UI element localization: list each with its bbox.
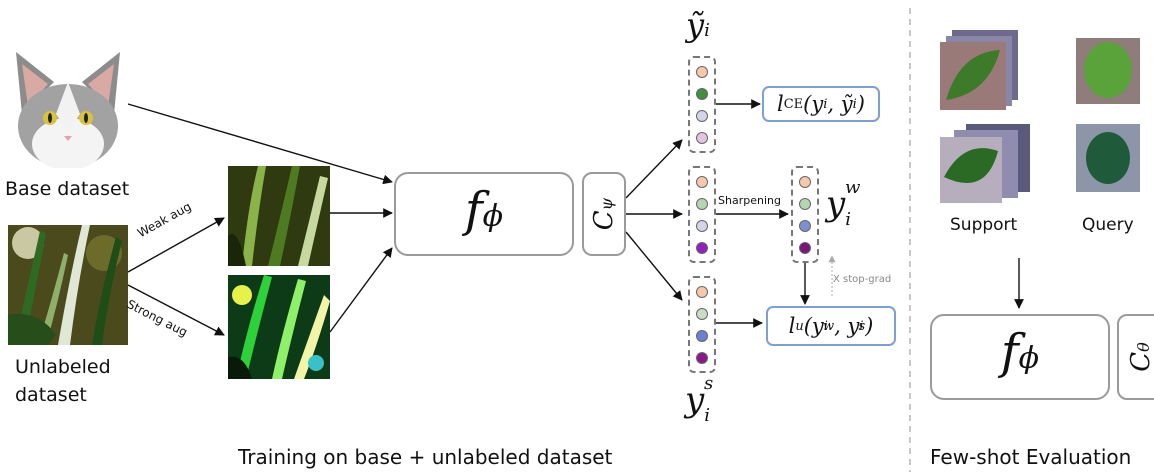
vector-y-weak-sharpened — [791, 166, 819, 263]
y-strong-dot-1 — [696, 286, 708, 298]
y-sharp-dot-4 — [799, 242, 811, 254]
training-title: Training on base + unlabeled dataset — [238, 445, 613, 469]
arrow-unlabeled-to-strong — [127, 284, 225, 336]
vector-y-weak — [688, 166, 716, 263]
y-tilde-dot-1 — [696, 66, 708, 78]
arrow-c-to-ytilde — [625, 139, 683, 199]
y-tilde-label: ỹi — [686, 6, 710, 44]
y-strong-dot-4 — [696, 352, 708, 364]
y-strong-label: yis — [685, 373, 714, 426]
sharpening-label: Sharpening — [718, 194, 781, 207]
y-weak-dot-3 — [696, 220, 708, 232]
y-sharp-dot-3 — [799, 220, 811, 232]
stop-grad-label: X stop-grad — [833, 274, 892, 285]
query-label: Query — [1082, 215, 1134, 235]
query-image-1 — [1076, 38, 1140, 104]
vector-y-strong — [688, 276, 716, 373]
evaluation-title: Few-shot Evaluation — [930, 445, 1132, 469]
y-strong-dot-3 — [696, 330, 708, 342]
y-tilde-dot-2 — [696, 88, 708, 100]
classifier-c-psi-box: Cψ — [582, 172, 626, 256]
y-sharp-dot-2 — [799, 198, 811, 210]
classifier-c-theta-box: Cθ — [1117, 314, 1154, 400]
y-weak-dot-1 — [696, 176, 708, 188]
arrow-cat-to-f — [127, 103, 393, 185]
arrow-c-to-ystrong — [625, 231, 683, 301]
y-sharp-dot-1 — [799, 176, 811, 188]
weak-aug-image — [228, 166, 330, 266]
arrow-strong-to-f — [329, 247, 393, 333]
y-weak-dot-4 — [696, 242, 708, 254]
vector-y-tilde — [688, 56, 716, 153]
unlabeled-label-line2: dataset — [15, 384, 87, 406]
c-psi-symbol: Cψ — [589, 197, 619, 231]
unlabeled-image-grass — [8, 225, 128, 345]
arrow-unlabeled-to-weak — [127, 217, 225, 273]
base-image-cat — [8, 48, 128, 168]
support-image-1 — [940, 42, 1006, 110]
y-strong-dot-2 — [696, 308, 708, 320]
support-image-2 — [940, 137, 1002, 203]
c-theta-symbol: Cθ — [1126, 342, 1154, 372]
y-weak-dot-2 — [696, 198, 708, 210]
unlabeled-label-line1: Unlabeled — [15, 356, 111, 378]
base-dataset-label: Base dataset — [5, 178, 130, 200]
y-tilde-dot-4 — [696, 132, 708, 144]
query-image-2 — [1076, 124, 1140, 192]
support-label: Support — [950, 215, 1018, 235]
y-weak-label: yiw — [826, 177, 861, 230]
f-phi-symbol: fϕ — [464, 182, 504, 238]
strong-aug-image — [228, 275, 330, 379]
eval-feature-extractor-box: fϕ — [930, 314, 1110, 400]
y-tilde-dot-3 — [696, 110, 708, 122]
eval-f-phi-symbol: fϕ — [1000, 324, 1040, 380]
feature-extractor-box: fϕ — [394, 172, 574, 256]
